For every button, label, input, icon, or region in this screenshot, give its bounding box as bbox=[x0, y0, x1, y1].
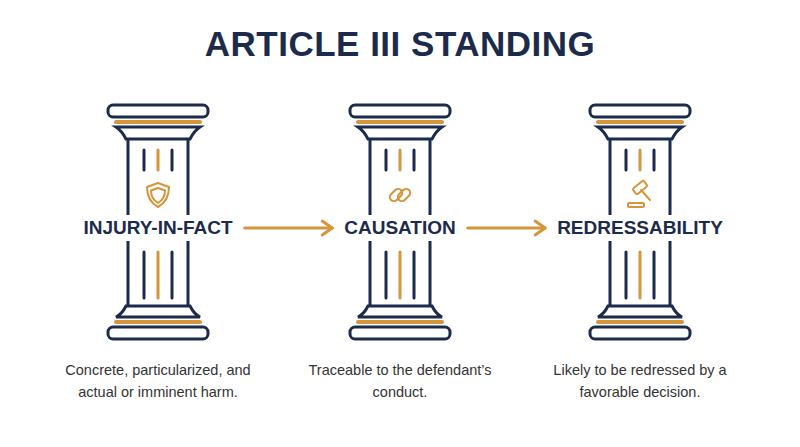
pillar-label: CAUSATION bbox=[338, 215, 462, 241]
pillar-node: REDRESSABILITY Likely to be redressed by … bbox=[530, 100, 750, 420]
pillar-icon bbox=[388, 187, 412, 203]
pillar-label: INJURY-IN-FACT bbox=[77, 215, 238, 241]
pillar-icon bbox=[628, 180, 650, 207]
pillar-node: INJURY-IN-FACT Concrete, particularized, … bbox=[48, 100, 268, 420]
pillar-icon bbox=[147, 183, 169, 207]
flow-arrow bbox=[245, 221, 333, 235]
pillar-label: REDRESSABILITY bbox=[551, 215, 729, 241]
diagram-title: ARTICLE III STANDING bbox=[0, 24, 800, 64]
pillar-description: Likely to be redressed by a favorable de… bbox=[530, 360, 750, 404]
pillar-description: Traceable to the defendant’s conduct. bbox=[290, 360, 510, 404]
flow-arrow bbox=[468, 221, 545, 235]
pillar-node: CAUSATION Traceable to the defendant’s co… bbox=[290, 100, 510, 420]
pillar-description: Concrete, particularized, and actual or … bbox=[48, 360, 268, 404]
